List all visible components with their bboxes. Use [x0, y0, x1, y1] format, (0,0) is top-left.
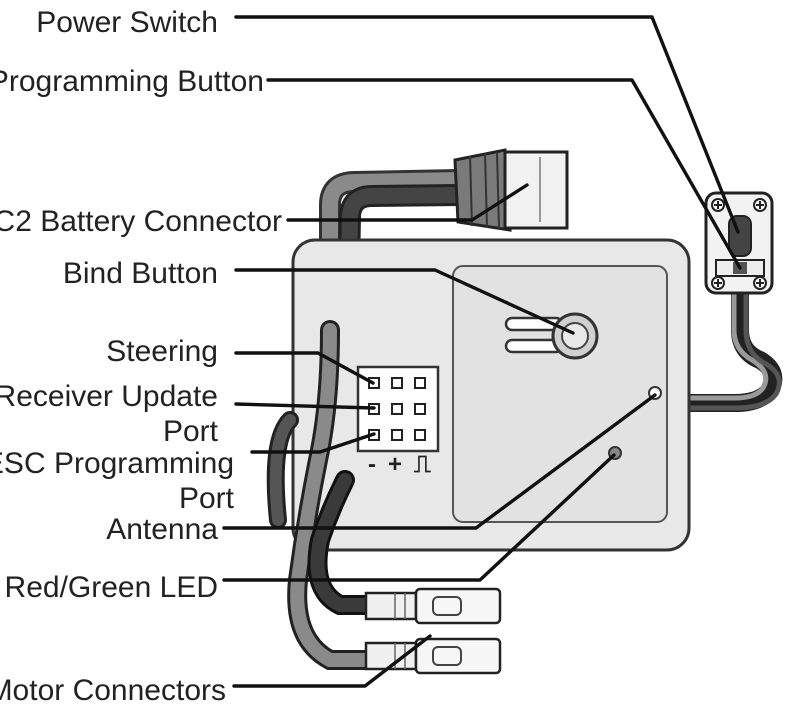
- label-bind-button: Bind Button: [63, 257, 218, 290]
- ic2-battery-connector: [453, 148, 569, 232]
- label-antenna: Antenna: [106, 513, 218, 546]
- port-sign-plus: +: [388, 451, 402, 478]
- bind-button: [504, 312, 599, 360]
- port-sign-signal: ⎍: [414, 451, 431, 478]
- leader-programming-button: [266, 78, 742, 270]
- label-led: Red/Green LED: [5, 571, 218, 604]
- receiver-case: [291, 238, 691, 552]
- screw-icon: [711, 276, 725, 290]
- callout-labels: Power Switch Programming Button IC2 Batt…: [0, 6, 282, 707]
- servo-port-block: - + ⎍: [356, 365, 440, 478]
- label-motor-connectors: Motor Connectors: [0, 674, 226, 707]
- leader-battery-connector: [286, 183, 529, 222]
- leader-esc-programming: [250, 432, 376, 454]
- leader-antenna: [222, 393, 657, 530]
- wire-harness: [319, 169, 471, 501]
- power-switch: [704, 191, 774, 295]
- label-esc-programming-1: ESC Programming: [0, 447, 234, 480]
- label-programming-button: Programming Button: [0, 65, 264, 98]
- leader-power-switch: [234, 15, 740, 234]
- label-steering: Steering: [106, 335, 218, 368]
- switch-wires: [681, 281, 783, 412]
- screw-icon: [753, 276, 767, 290]
- leader-motor-connectors: [232, 634, 432, 688]
- label-receiver-update-2: Port: [163, 415, 219, 448]
- leader-receiver-update: [234, 402, 376, 410]
- leader-led: [222, 453, 616, 582]
- label-receiver-update-1: Receiver Update: [0, 380, 218, 413]
- battery-wire-dark-core: [337, 187, 468, 498]
- label-esc-programming-2: Port: [179, 482, 235, 515]
- leader-bind-button: [234, 268, 575, 335]
- label-battery-connector: IC2 Battery Connector: [0, 205, 282, 238]
- port-pin-grid: [368, 377, 426, 441]
- screw-icon: [711, 198, 725, 212]
- leader-steering: [234, 351, 375, 385]
- screw-icon: [753, 198, 767, 212]
- label-power-switch: Power Switch: [36, 6, 218, 39]
- motor-connector-top: [364, 587, 502, 625]
- front-wires: [266, 320, 380, 670]
- port-sign-minus: -: [368, 451, 376, 478]
- leader-lines: [222, 15, 742, 688]
- battery-wire-gray-core: [322, 172, 468, 328]
